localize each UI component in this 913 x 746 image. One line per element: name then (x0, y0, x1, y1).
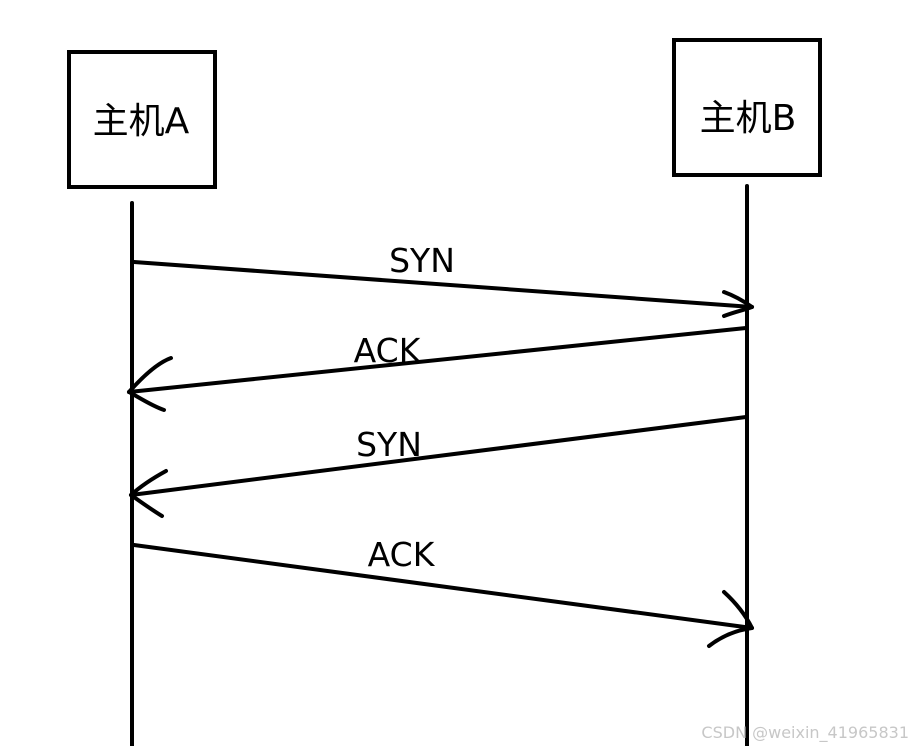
message-1-line (132, 260, 754, 309)
host-b: 主机B (672, 38, 822, 177)
message-1-label: SYN (389, 241, 455, 280)
message-ack-a-to-b: ACK (132, 535, 754, 648)
host-a-label: 主机A (93, 101, 190, 142)
watermark: CSDN @weixin_41965831 (701, 723, 909, 742)
message-2-label: ACK (354, 331, 422, 370)
message-syn-b-to-a: SYN (129, 415, 748, 518)
message-4-arrowhead (707, 590, 754, 648)
message-1-arrowhead (722, 290, 754, 318)
message-3-arrowhead (129, 469, 168, 518)
host-b-label: 主机B (700, 98, 797, 139)
message-2-line (127, 326, 748, 394)
host-a: 主机A (67, 50, 217, 189)
message-4-line (132, 543, 754, 630)
message-2-arrowhead (127, 356, 173, 412)
message-ack-b-to-a: ACK (127, 326, 748, 412)
message-syn-a-to-b: SYN (132, 241, 754, 318)
host-b-box (672, 38, 822, 177)
message-4-label: ACK (368, 535, 436, 574)
host-a-box (67, 50, 217, 189)
message-3-line (129, 415, 748, 497)
message-3-label: SYN (356, 425, 422, 464)
